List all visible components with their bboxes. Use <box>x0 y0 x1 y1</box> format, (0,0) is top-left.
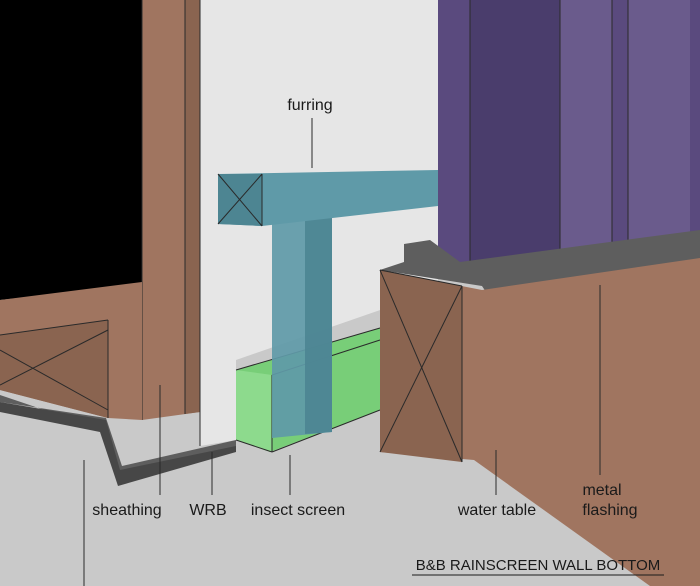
label-flashing: flashing <box>582 502 637 519</box>
metal-flashing <box>380 230 700 310</box>
furring-horizontal <box>218 170 438 226</box>
base-flashing-underside <box>0 402 236 486</box>
label-sheathing: sheathing <box>92 502 161 519</box>
label-water-table: water table <box>457 502 536 519</box>
insect-screen-front <box>236 370 272 452</box>
label-wrb: WRB <box>189 502 226 519</box>
furring-vertical-side <box>305 212 332 434</box>
interior-void <box>0 0 142 300</box>
label-insect-screen: insect screen <box>251 502 345 519</box>
siding-board-1 <box>470 0 560 266</box>
siding-board-2 <box>560 0 612 252</box>
label-furring: furring <box>287 97 332 114</box>
siding-board-3 <box>628 0 690 240</box>
sheathing-edge <box>185 0 200 414</box>
diagram-title: B&B RAINSCREEN WALL BOTTOM <box>416 557 661 574</box>
sill-plate-face <box>0 320 108 418</box>
label-metal: metal <box>582 482 621 499</box>
